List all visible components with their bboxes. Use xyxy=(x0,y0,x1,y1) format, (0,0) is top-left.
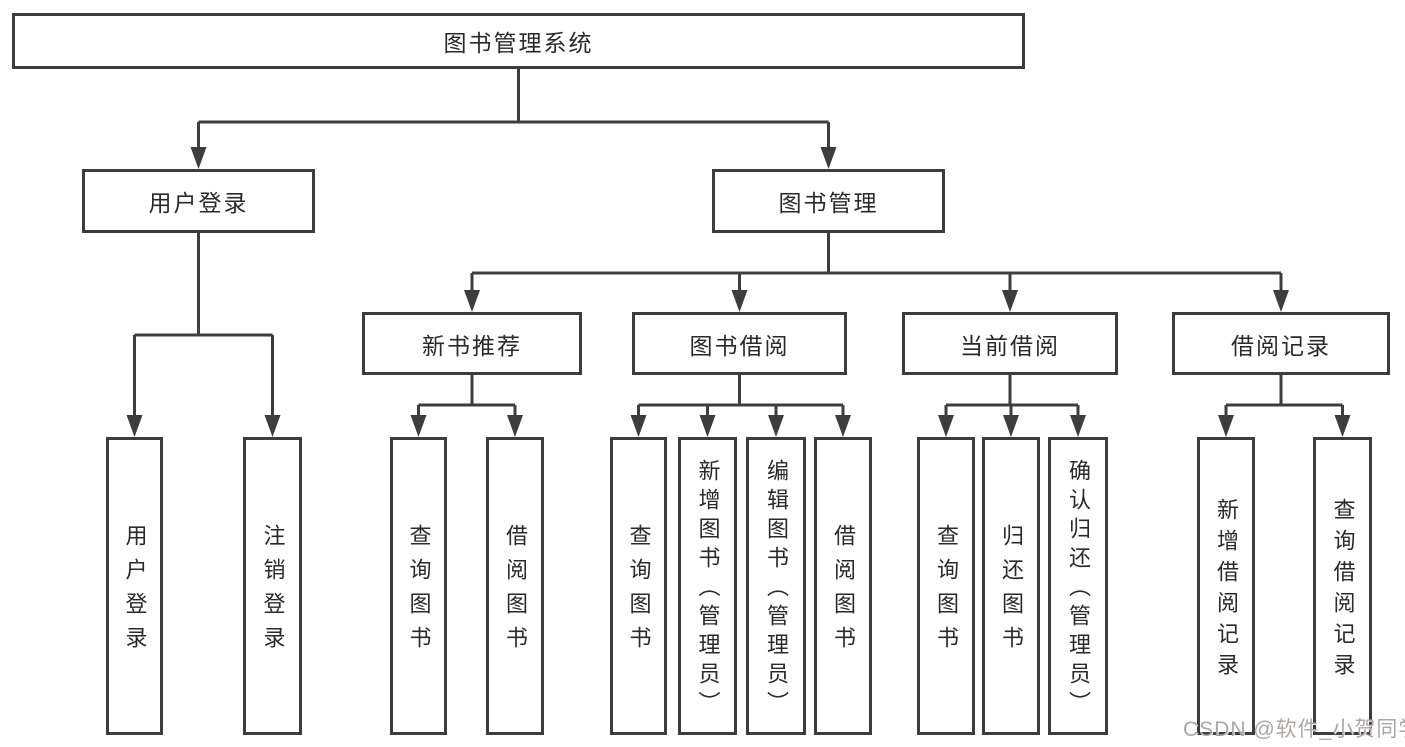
leaf-add-book-admin-label: 新增图书（管理员） xyxy=(695,459,721,720)
arrowhead-leaf xyxy=(1218,415,1234,437)
leaf-add-borrow-record-label: 新增借阅记录 xyxy=(1214,497,1239,684)
connector-book-borrow-to-leaves xyxy=(637,375,845,420)
arrowhead-leaf xyxy=(507,415,523,437)
arrowhead-leaf xyxy=(1070,415,1086,437)
csdn-watermark: CSDN @软件_小贺同学 xyxy=(1183,718,1405,741)
leaf-borrow-query-label: 查询图书 xyxy=(626,524,652,660)
arrowhead-leaf xyxy=(699,415,716,437)
arrowhead-borrow-record xyxy=(1273,290,1289,312)
node-current-borrow-label: 当前借阅 xyxy=(960,332,1060,359)
node-borrow-record: 借阅记录 xyxy=(1172,312,1390,375)
node-root-label: 图书管理系统 xyxy=(443,30,594,56)
node-book-management-label: 图书管理 xyxy=(778,190,879,216)
leaf-edit-book-admin: 编辑图书（管理员） xyxy=(746,437,806,735)
node-book-borrow-label: 图书借阅 xyxy=(689,332,790,359)
arrowhead-leaf xyxy=(938,415,954,437)
arrowhead-book-mgmt xyxy=(820,147,837,169)
leaf-confirm-return-admin-label: 确认归还（管理员） xyxy=(1066,459,1091,720)
arrowhead-leaf xyxy=(410,415,427,437)
connector-new-book-to-leaves xyxy=(417,375,517,420)
leaf-newbook-borrow-label: 借阅图书 xyxy=(503,524,528,660)
arrowhead-leaf xyxy=(1334,415,1351,437)
arrowheads xyxy=(126,147,1351,437)
leaf-user-login-label: 用户登录 xyxy=(122,524,148,660)
arrowhead-leaf xyxy=(126,415,143,437)
node-book-management: 图书管理 xyxy=(712,169,945,233)
node-new-book-recommend-label: 新书推荐 xyxy=(422,332,522,359)
leaf-query-borrow-record: 查询借阅记录 xyxy=(1313,437,1372,735)
connector-root-to-level2 xyxy=(197,69,830,152)
leaf-current-query-label: 查询图书 xyxy=(934,524,959,660)
arrowhead-leaf xyxy=(835,415,851,437)
arrowhead-new-book xyxy=(464,290,480,312)
leaf-newbook-query-label: 查询图书 xyxy=(406,524,432,660)
leaf-query-borrow-record-label: 查询借阅记录 xyxy=(1330,497,1356,684)
leaf-add-book-admin: 新增图书（管理员） xyxy=(678,437,737,735)
leaf-current-query: 查询图书 xyxy=(917,437,975,735)
leaf-newbook-borrow: 借阅图书 xyxy=(486,437,544,735)
node-new-book-recommend: 新书推荐 xyxy=(362,312,582,375)
arrowhead-leaf xyxy=(1003,415,1019,437)
leaf-borrow-book: 借阅图书 xyxy=(814,437,872,735)
leaf-borrow-book-label: 借阅图书 xyxy=(831,524,856,660)
arrowhead-leaf xyxy=(264,415,281,437)
leaf-logout-label: 注销登录 xyxy=(260,524,286,660)
connector-user-login-to-leaves xyxy=(133,233,274,420)
leaf-newbook-query: 查询图书 xyxy=(390,437,447,735)
node-book-borrow: 图书借阅 xyxy=(632,312,847,375)
node-root-system: 图书管理系统 xyxy=(12,13,1025,69)
node-user-login-label: 用户登录 xyxy=(148,190,249,216)
leaf-borrow-query: 查询图书 xyxy=(610,437,667,735)
leaf-logout: 注销登录 xyxy=(243,437,302,735)
leaf-user-login: 用户登录 xyxy=(106,437,163,735)
connector-borrow-record-to-leaves xyxy=(1224,375,1344,420)
connector-book-mgmt-to-level3 xyxy=(470,233,1283,295)
leaf-add-borrow-record: 新增借阅记录 xyxy=(1197,437,1255,735)
arrowhead-current-borrow xyxy=(1002,290,1018,312)
leaf-return-book: 归还图书 xyxy=(982,437,1040,735)
node-borrow-record-label: 借阅记录 xyxy=(1231,332,1331,359)
arrowhead-book-borrow xyxy=(731,290,748,312)
leaf-confirm-return-admin: 确认归还（管理员） xyxy=(1048,437,1108,735)
leaf-edit-book-admin-label: 编辑图书（管理员） xyxy=(764,459,789,720)
arrowhead-leaf xyxy=(630,415,647,437)
leaf-return-book-label: 归还图书 xyxy=(999,524,1024,660)
connector-current-borrow-to-leaves xyxy=(944,375,1080,420)
arrowhead-user-login xyxy=(190,147,207,169)
node-user-login: 用户登录 xyxy=(82,169,315,233)
node-current-borrow: 当前借阅 xyxy=(902,312,1118,375)
arrowhead-leaf xyxy=(768,415,784,437)
